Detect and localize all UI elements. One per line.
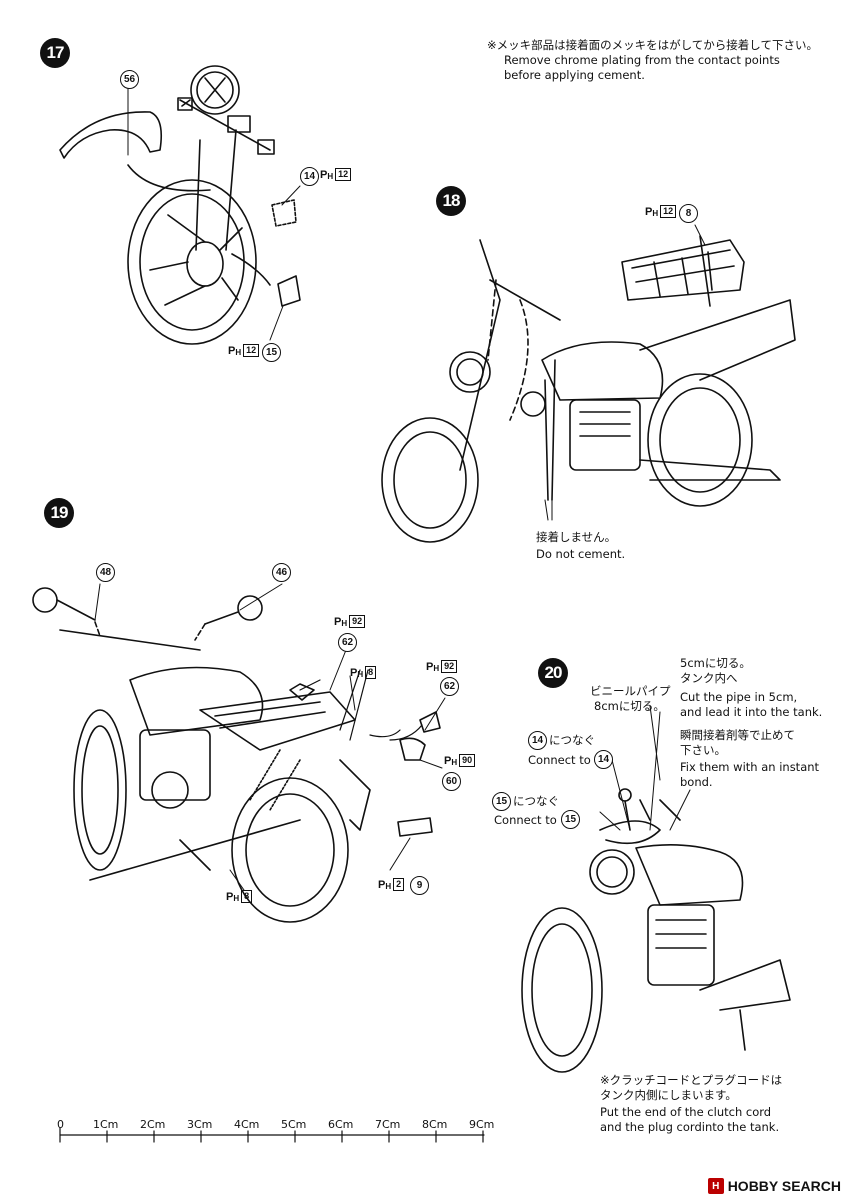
glue-jp-2: 下さい。 — [680, 743, 726, 757]
ruler-label-8: 8Cm — [422, 1118, 448, 1131]
scale-ruler — [59, 1127, 485, 1143]
connect-15-en: Connect to — [494, 813, 557, 827]
step19-motorcycle — [32, 587, 441, 923]
part-46: 46 — [272, 563, 291, 582]
connect-14-jp: につなぐ — [549, 733, 595, 747]
ruler-label-0: 0 — [57, 1118, 64, 1131]
chrome-note-en-2: before applying cement. — [504, 68, 645, 82]
chrome-note-en-1: Remove chrome plating from the contact p… — [504, 53, 780, 67]
cut-jp-1: 5cmに切る。 — [680, 656, 751, 670]
step-number-20: 20 — [538, 658, 568, 688]
watermark-text: HOBBY SEARCH — [727, 1178, 841, 1194]
hobby-search-logo-icon: H — [707, 1178, 724, 1194]
connect-14-en: Connect to — [528, 753, 591, 767]
cut-jp-2: タンク内へ — [680, 671, 738, 685]
cord-note-jp-1: ※クラッチコードとプラグコードは — [600, 1073, 783, 1087]
ruler-label-9: 9Cm — [469, 1118, 495, 1131]
glue-jp-1: 瞬間接着剤等で止めて — [680, 728, 795, 742]
part-ref-15-connect-en: 15 — [561, 810, 580, 829]
connect-15-jp: につなぐ — [513, 794, 559, 808]
step-number-19: 19 — [44, 498, 74, 528]
cut-en-1: Cut the pipe in 5cm, — [680, 690, 798, 704]
part-ref-14-connect-en: 14 — [594, 750, 613, 769]
ruler-label-4: 4Cm — [234, 1118, 260, 1131]
part-62-right: 62 — [440, 677, 459, 696]
part-9: 9 — [410, 876, 429, 895]
ruler-label-7: 7Cm — [375, 1118, 401, 1131]
hobby-search-watermark: H HOBBY SEARCH — [707, 1178, 841, 1194]
vinyl-pipe-jp-2: 8cmに切る。 — [594, 699, 665, 713]
cord-note-en-2: and the plug cordinto the tank. — [600, 1120, 780, 1134]
chrome-note-jp: ※メッキ部品は接着面のメッキをはがしてから接着して下さい。 — [487, 38, 818, 52]
no-cement-en: Do not cement. — [536, 547, 626, 561]
cord-note-en-1: Put the end of the clutch cord — [600, 1105, 772, 1119]
part-56: 56 — [120, 70, 139, 89]
part-14: 14 — [300, 167, 319, 186]
ruler-label-1: 1Cm — [93, 1118, 119, 1131]
part-48: 48 — [96, 563, 115, 582]
no-cement-jp: 接着しません。 — [536, 530, 617, 544]
ruler-label-6: 6Cm — [328, 1118, 354, 1131]
cut-en-2: and lead it into the tank. — [680, 705, 823, 719]
step18-motorcycle — [381, 235, 796, 543]
part-ref-14-connect: 14 — [528, 731, 547, 750]
part-60: 60 — [442, 772, 461, 791]
step20-motorcycle — [521, 788, 791, 1073]
part-62-left: 62 — [338, 633, 357, 652]
part-ref-15-connect: 15 — [492, 792, 511, 811]
step17-front-assembly — [59, 65, 301, 345]
step-number-17: 17 — [40, 38, 70, 68]
cord-note-jp-2: タンク内側にしまいます。 — [600, 1088, 737, 1102]
part-8: 8 — [679, 204, 698, 223]
step-number-18: 18 — [436, 186, 466, 216]
glue-en-2: bond. — [680, 775, 713, 789]
part-15: 15 — [262, 343, 281, 362]
ruler-label-5: 5Cm — [281, 1118, 307, 1131]
glue-en-1: Fix them with an instant — [680, 760, 820, 774]
ruler-label-3: 3Cm — [187, 1118, 213, 1131]
leader-lines — [94, 87, 706, 891]
ruler-label-2: 2Cm — [140, 1118, 166, 1131]
vinyl-pipe-jp-1: ビニールパイプ — [590, 684, 671, 698]
